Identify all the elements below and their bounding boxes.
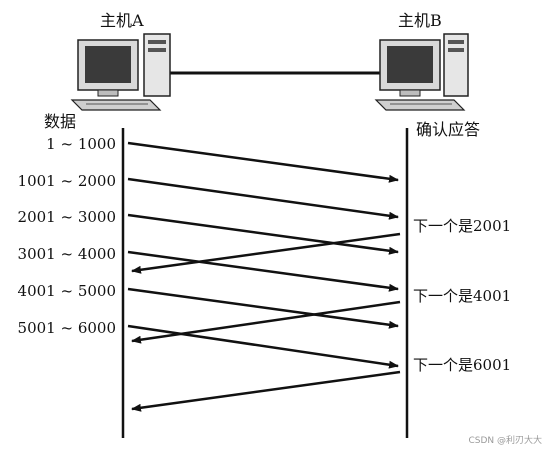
segment-arrow bbox=[127, 213, 399, 255]
segment-range-label: 1 ~ 1000 bbox=[46, 135, 116, 153]
ack-label: 下一个是2001 bbox=[413, 217, 512, 235]
segment-range-label: 5001 ~ 6000 bbox=[17, 319, 116, 337]
ack-arrow bbox=[131, 232, 401, 274]
computer-a-icon bbox=[70, 33, 171, 111]
computer-b-icon bbox=[374, 33, 469, 111]
segment-arrow bbox=[127, 324, 399, 369]
segment-arrow bbox=[127, 177, 399, 220]
segment-arrow bbox=[127, 287, 399, 329]
segment-arrow bbox=[127, 250, 399, 292]
watermark-text: CSDN @利刃大大 bbox=[468, 436, 542, 446]
data-heading: 数据 bbox=[44, 112, 77, 131]
host-a-label: 主机A bbox=[100, 11, 144, 30]
segment-range-label: 1001 ~ 2000 bbox=[17, 172, 116, 190]
segment-range-label: 4001 ~ 5000 bbox=[17, 282, 116, 300]
segment-range-label: 2001 ~ 3000 bbox=[17, 208, 116, 226]
ack-label: 下一个是4001 bbox=[413, 287, 512, 305]
ack-heading: 确认应答 bbox=[416, 120, 481, 139]
segment-range-label: 3001 ~ 4000 bbox=[17, 245, 116, 263]
ack-arrow bbox=[131, 370, 401, 412]
ack-arrow bbox=[131, 300, 401, 344]
segment-arrow bbox=[127, 141, 399, 183]
host-b-label: 主机B bbox=[398, 11, 442, 30]
ack-label: 下一个是6001 bbox=[413, 356, 512, 374]
